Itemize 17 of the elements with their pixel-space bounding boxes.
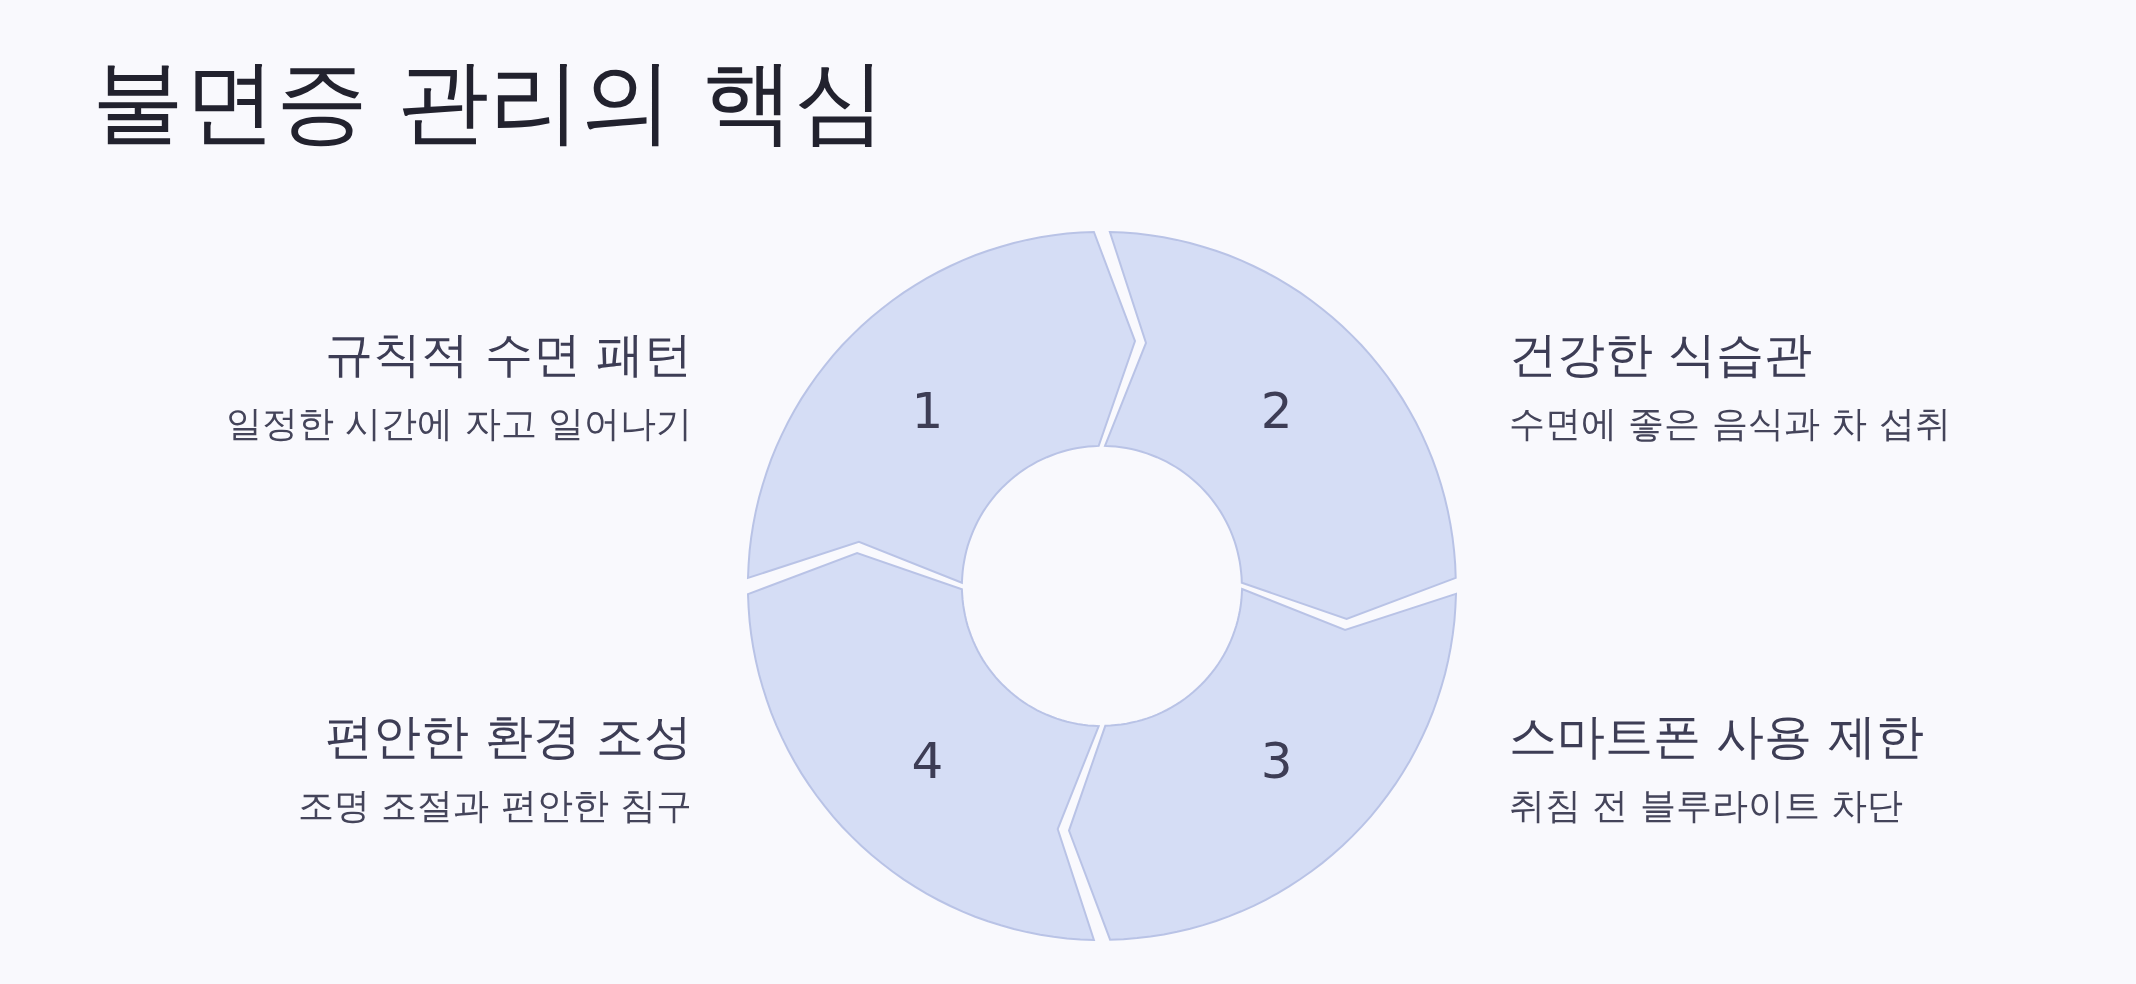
- step-heading: 건강한 식습관: [1509, 330, 1813, 378]
- cycle-segment: [1068, 589, 1456, 940]
- step-description: 수면에 좋은 음식과 차 섭취: [1509, 406, 1951, 442]
- cycle-segment: [748, 552, 1099, 940]
- step-heading: 스마트폰 사용 제한: [1509, 712, 1924, 760]
- step-heading: 편안한 환경 조성: [325, 712, 692, 760]
- step-heading: 규칙적 수면 패턴: [325, 330, 692, 378]
- title: 불면증 관리의 핵심: [92, 47, 887, 157]
- step-number: 2: [1260, 386, 1293, 437]
- step-description: 취침 전 블루라이트 차단: [1509, 788, 1904, 824]
- step-description: 일정한 시간에 자고 일어나기: [225, 406, 692, 442]
- cycle-segment: [1105, 232, 1456, 620]
- step-number: 3: [1260, 735, 1293, 786]
- step-number: 1: [911, 386, 944, 437]
- step-description: 조명 조절과 편안한 침구: [297, 788, 692, 824]
- step-number: 4: [911, 735, 944, 786]
- cycle-segment: [748, 232, 1136, 583]
